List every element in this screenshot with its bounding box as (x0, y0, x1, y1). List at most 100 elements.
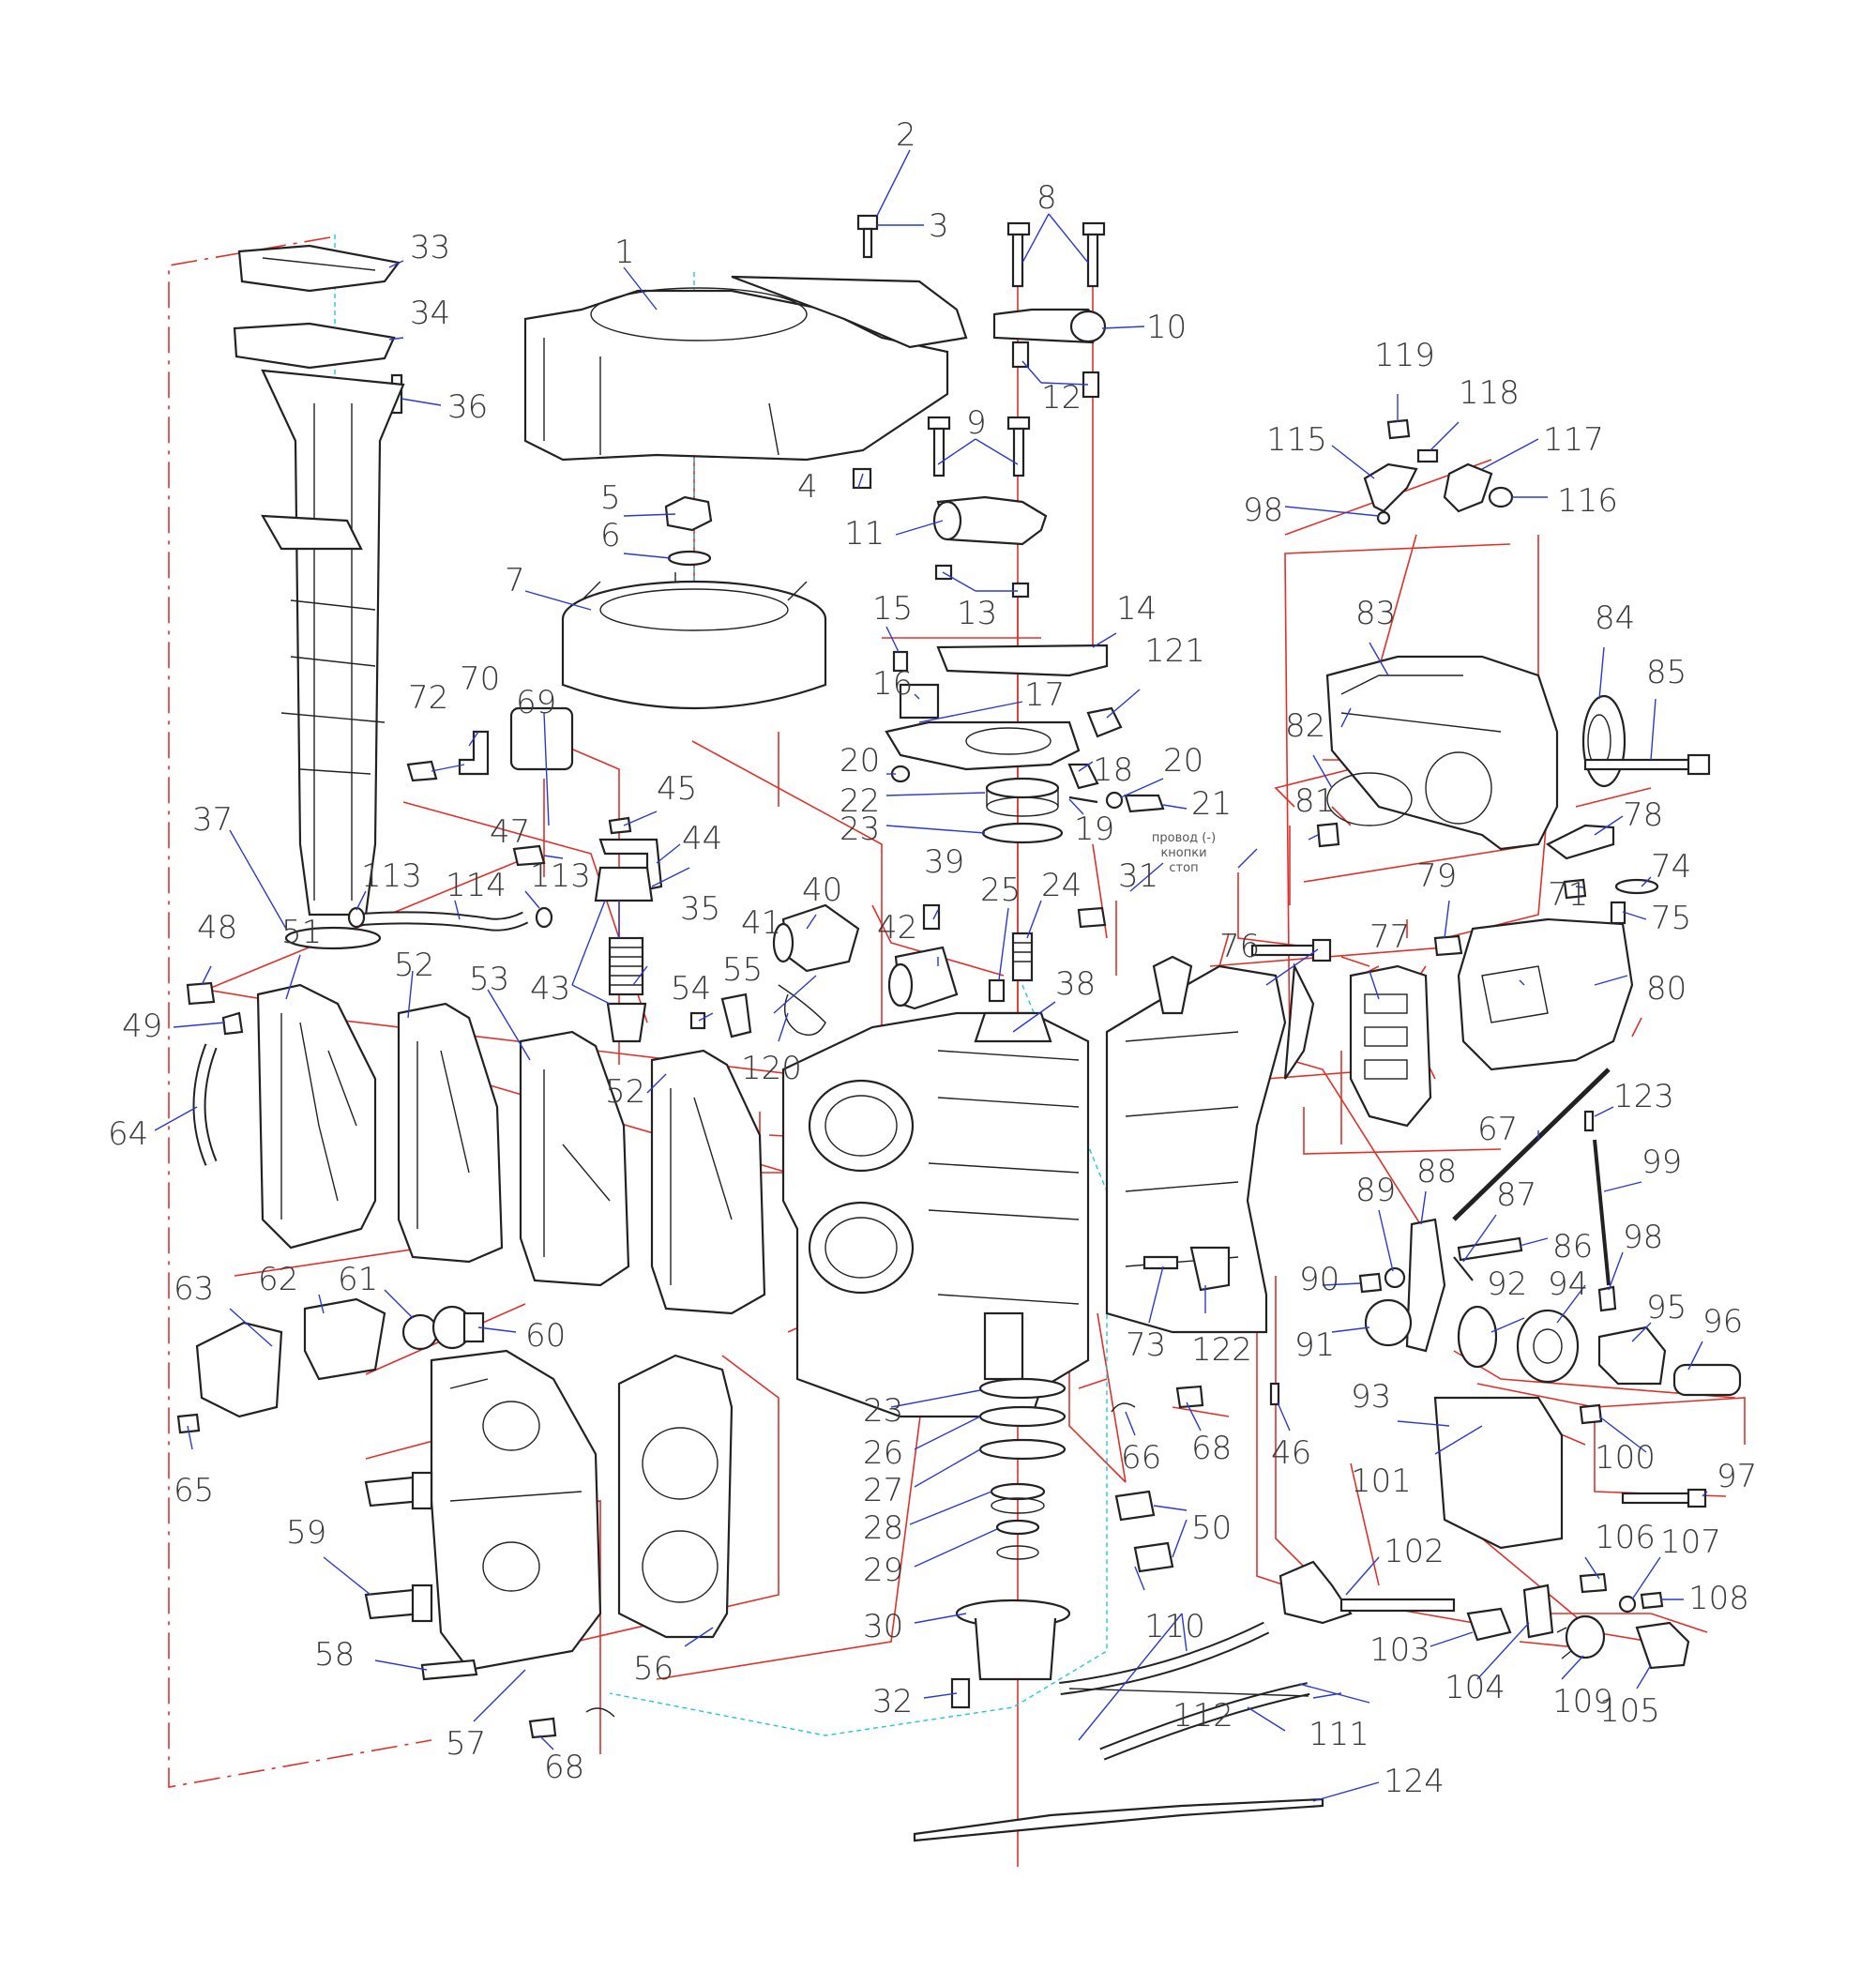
part-10-coil (992, 308, 1107, 344)
label-4: 4 (797, 468, 818, 506)
label-73: 73 (1126, 1326, 1166, 1364)
part-16-bracket (899, 683, 940, 720)
label-13: 13 (957, 595, 997, 632)
label-72: 72 (408, 679, 448, 717)
label-82: 82 (1285, 707, 1325, 745)
label-6: 6 (600, 517, 621, 554)
part-48-nut (186, 981, 216, 1006)
part-113-clamp-b (535, 906, 553, 929)
label-11: 11 (844, 515, 885, 553)
part-47-nut (512, 844, 546, 867)
label-53: 53 (469, 961, 509, 998)
label-98a: 98 (1243, 492, 1283, 529)
note-line-2: кнопки (1160, 846, 1206, 860)
leader-lines (154, 149, 1708, 1802)
label-39: 39 (924, 843, 964, 881)
part-9-bolts (927, 416, 1031, 477)
label-65: 65 (174, 1472, 214, 1509)
label-58: 58 (314, 1636, 355, 1674)
part-102-shaft (1278, 1560, 1456, 1625)
label-71: 71 (1548, 876, 1588, 914)
part-27-oring (978, 1438, 1067, 1461)
part-59-sensor-b (364, 1583, 433, 1623)
part-18-link (1067, 763, 1099, 790)
part-108-screw (1640, 1591, 1664, 1610)
part-20-washer-b (1105, 791, 1124, 810)
label-63: 63 (174, 1270, 214, 1308)
label-40: 40 (802, 871, 842, 909)
label-48: 48 (197, 909, 237, 947)
label-54: 54 (671, 970, 711, 1008)
part-25-key (988, 978, 1006, 1003)
label-68b: 68 (1191, 1430, 1232, 1467)
parts (176, 214, 1742, 1842)
part-107-washer (1618, 1595, 1637, 1614)
part-68-nut-a (528, 1717, 557, 1739)
part-35-filter (594, 866, 654, 1043)
label-108: 108 (1688, 1580, 1749, 1617)
part-95-grip (1597, 1326, 1667, 1386)
part-11-coil (932, 495, 1048, 546)
part-51-cover (256, 983, 377, 1250)
label-83: 83 (1355, 595, 1396, 632)
label-44: 44 (682, 820, 722, 857)
part-113-clamp-a (347, 906, 366, 929)
part-31-screw (1077, 906, 1107, 929)
label-67: 67 (1477, 1111, 1518, 1148)
label-61: 61 (338, 1261, 378, 1298)
part-71-nut (1563, 878, 1587, 900)
part-57-head-cover (430, 1349, 602, 1672)
label-104: 104 (1445, 1669, 1505, 1706)
label-10: 10 (1146, 309, 1187, 346)
part-120-wire (778, 984, 826, 1036)
label-8: 8 (1036, 179, 1057, 217)
label-98b: 98 (1623, 1219, 1663, 1256)
part-121-clip (1086, 706, 1123, 738)
label-62: 62 (258, 1261, 298, 1298)
part-24-crank (1011, 932, 1034, 982)
label-23a: 23 (840, 811, 880, 848)
label-46: 46 (1271, 1434, 1311, 1472)
part-1-flywheel-cover (523, 275, 968, 462)
label-33: 33 (410, 229, 450, 266)
label-30: 30 (863, 1608, 903, 1645)
part-50-plug-b (1133, 1541, 1174, 1573)
label-50: 50 (1191, 1509, 1232, 1547)
part-105-cam (1635, 1621, 1690, 1670)
part-23-seal-bottom (978, 1377, 1067, 1400)
label-31: 31 (1118, 857, 1158, 895)
label-27: 27 (863, 1472, 903, 1509)
label-91: 91 (1294, 1326, 1335, 1364)
part-45-nut (608, 816, 632, 835)
label-37: 37 (192, 801, 233, 839)
part-13-bushing-b (1011, 582, 1030, 599)
part-115-lever (1363, 462, 1418, 513)
label-43: 43 (530, 970, 570, 1008)
label-90: 90 (1299, 1261, 1339, 1298)
label-107: 107 (1660, 1523, 1721, 1561)
part-123-clip (1583, 1110, 1595, 1132)
label-47: 47 (490, 813, 530, 851)
label-101: 101 (1351, 1462, 1412, 1500)
part-109-gear (1556, 1614, 1606, 1659)
label-66: 66 (1121, 1439, 1161, 1477)
part-100-nut (1579, 1403, 1603, 1425)
part-52-gasket-b (650, 1049, 766, 1315)
part-85-bolt (1583, 753, 1711, 776)
part-15-screw (892, 650, 909, 673)
label-115: 115 (1266, 421, 1327, 459)
part-69-cap (509, 706, 574, 771)
part-67-rod (1452, 1068, 1611, 1221)
label-118: 118 (1459, 374, 1520, 412)
part-8-bolts (1006, 221, 1106, 288)
label-34: 34 (410, 295, 450, 332)
part-46-pin (1269, 1382, 1280, 1406)
label-24: 24 (1041, 867, 1082, 904)
label-32: 32 (872, 1683, 913, 1720)
label-69: 69 (516, 684, 556, 721)
label-97: 97 (1717, 1458, 1757, 1495)
label-68a: 68 (544, 1749, 584, 1786)
label-25: 25 (980, 871, 1021, 909)
part-89-washer (1384, 1266, 1406, 1289)
label-77: 77 (1369, 918, 1410, 956)
